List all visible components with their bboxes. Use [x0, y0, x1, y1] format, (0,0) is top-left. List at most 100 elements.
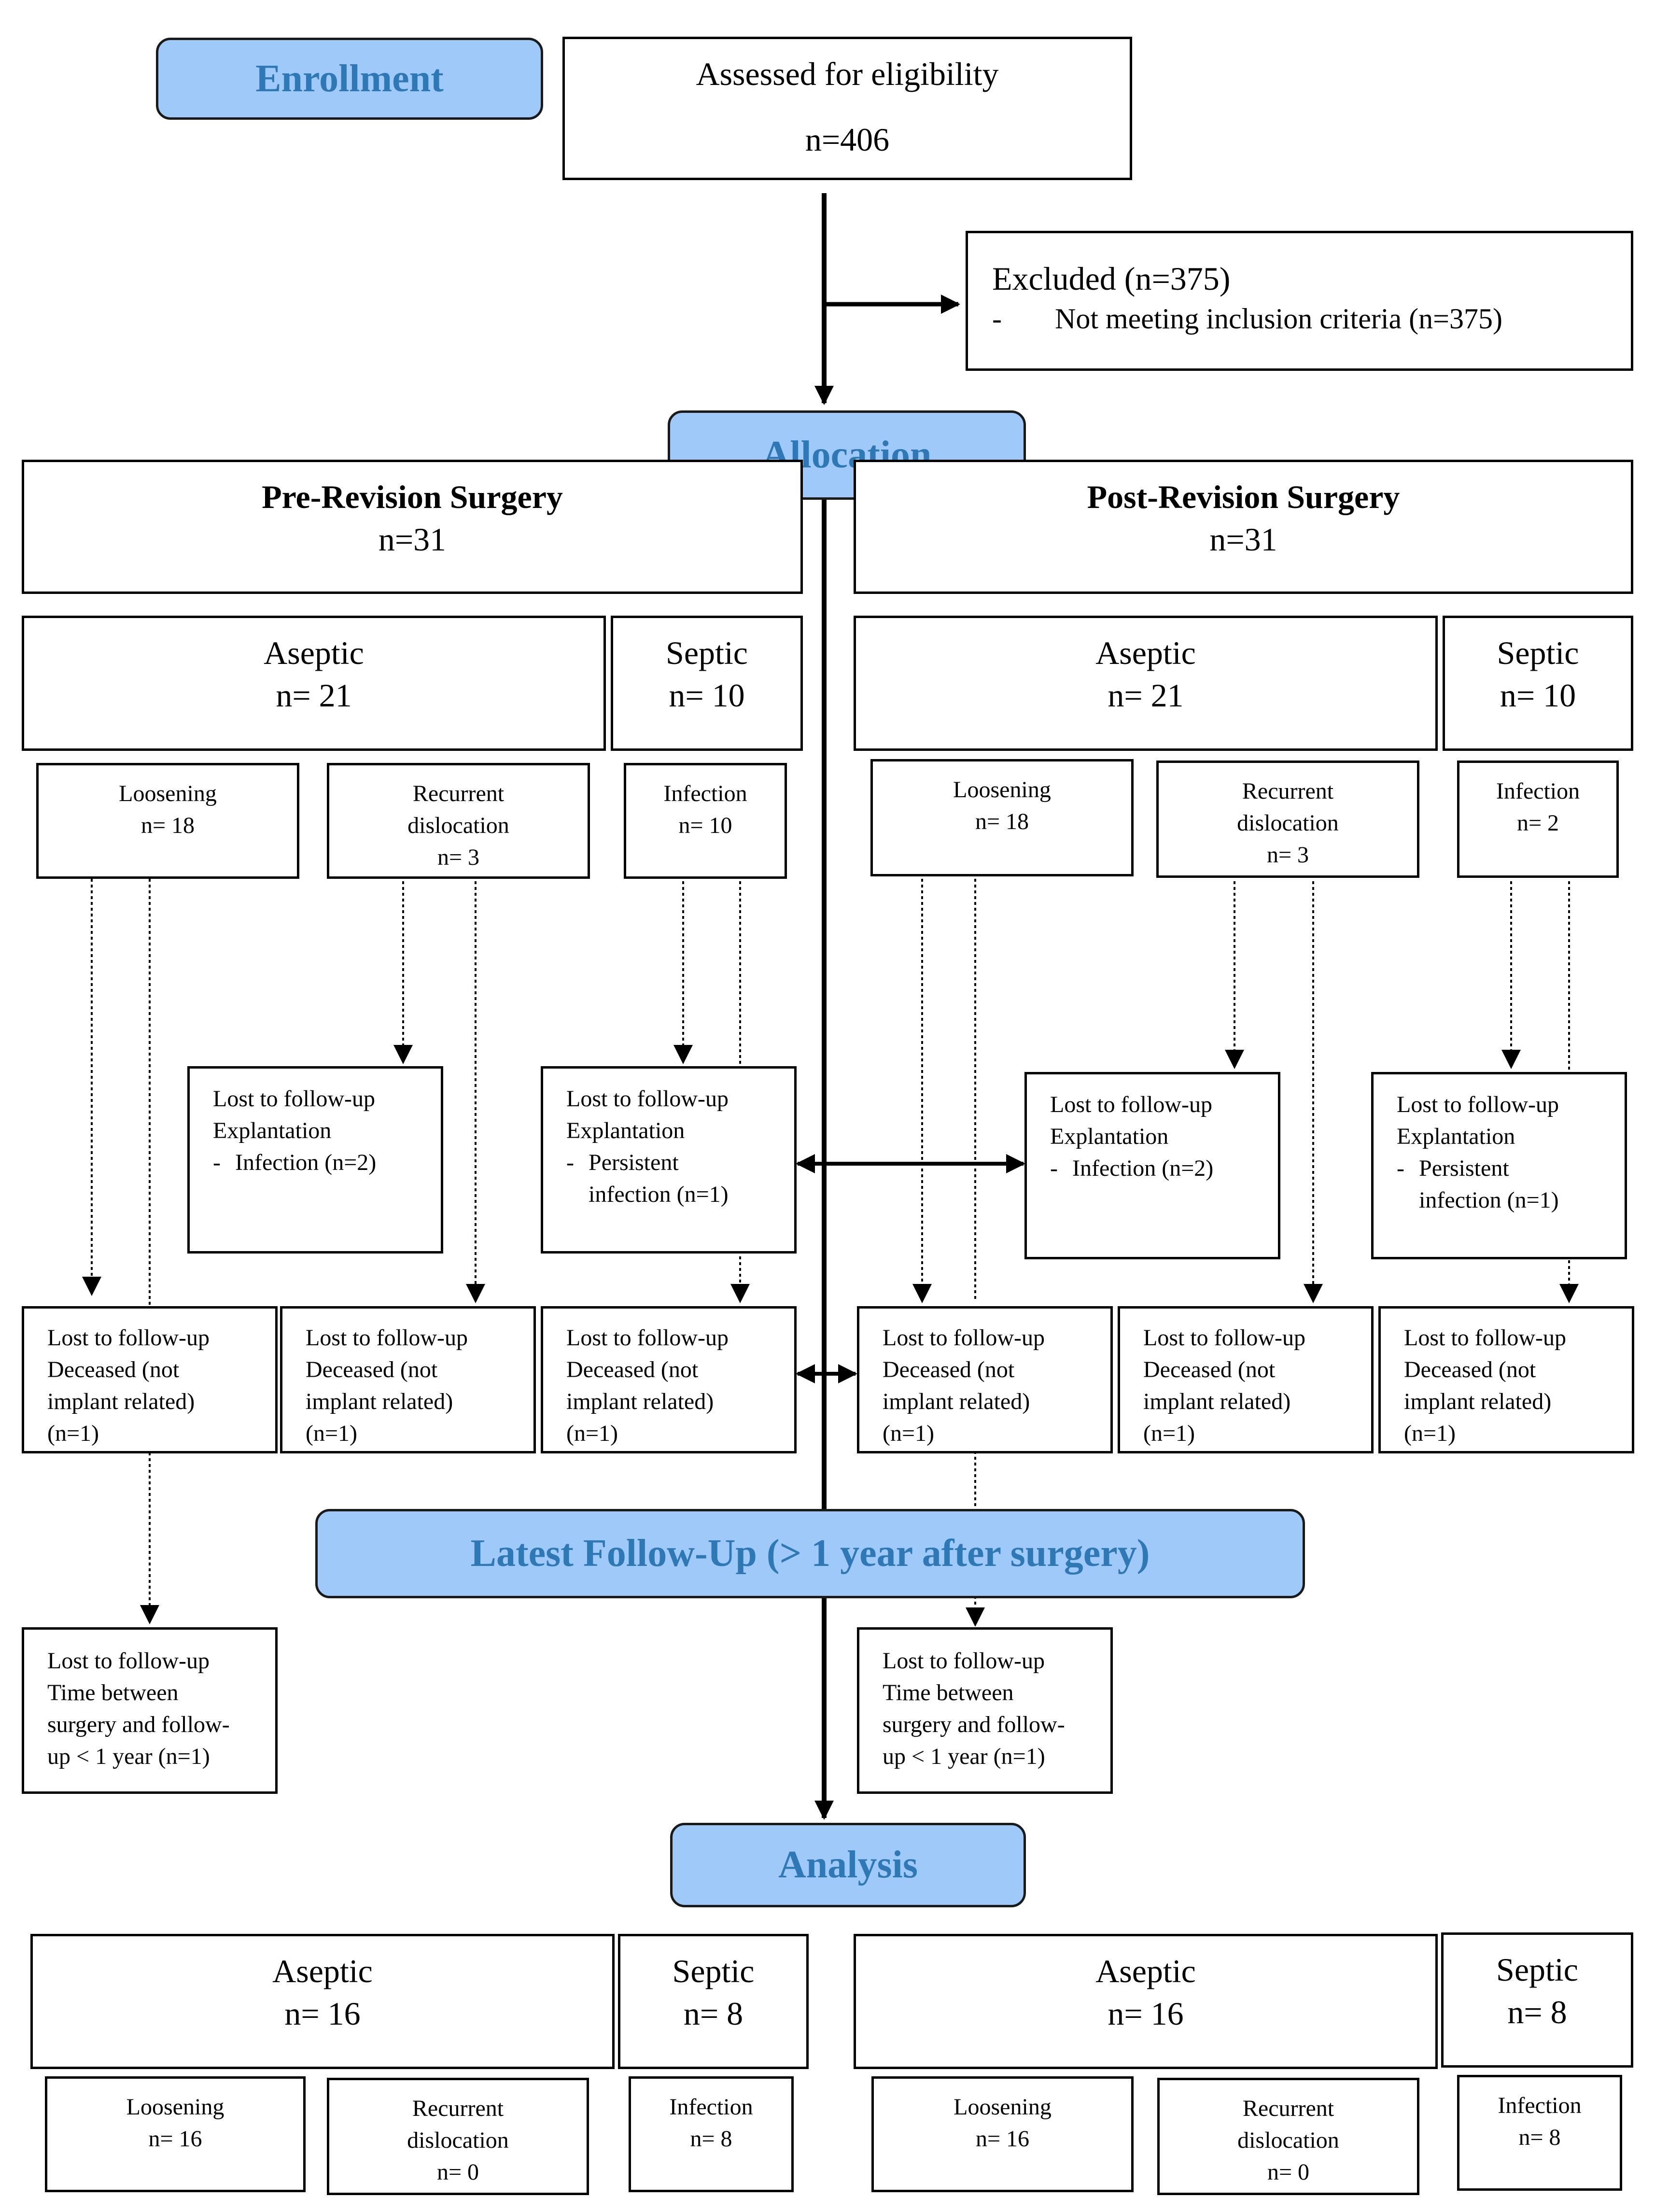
pre-explant-dislocation-l2: Explantation [213, 1118, 332, 1143]
pre-infection-n: n= 10 [678, 813, 732, 838]
pre-time-lost-l4: up < 1 year (n=1) [47, 1744, 210, 1769]
post-explant-infection-item-row: -Persistent [1397, 1153, 1625, 1184]
post-deceased-l1: Lost to follow-up [1404, 1325, 1566, 1351]
pre-analysis-aseptic-box: Aseptic n= 16 [30, 1934, 615, 2069]
pre-analysis-septic-n: n= 8 [683, 1995, 743, 2032]
pre-deceased-l4: (n=1) [306, 1421, 358, 1446]
pre-explant-infection-l2: Explantation [566, 1118, 685, 1143]
post-time-lost-l2: Time between [883, 1680, 1014, 1705]
pre-analysis-loosening-title: Loosening [126, 2094, 224, 2120]
pre-analysis-septic-title: Septic [672, 1953, 755, 1989]
pre-explant-dislocation-item: Infection (n=2) [235, 1150, 377, 1175]
stage-analysis: Analysis [670, 1823, 1026, 1907]
pre-infection-box: Infection n= 10 [624, 763, 787, 879]
post-septic-title: Septic [1497, 634, 1579, 671]
post-explant-dislocation-marker: - [1050, 1155, 1058, 1181]
post-deceased-l4: (n=1) [1143, 1421, 1195, 1446]
post-deceased-l1: Lost to follow-up [1143, 1325, 1305, 1351]
pre-time-lost-l3: surgery and follow- [47, 1712, 230, 1737]
stage-latest-follow-up-label: Latest Follow-Up (> 1 year after surgery… [470, 1532, 1150, 1575]
post-analysis-septic-title: Septic [1496, 1951, 1578, 1988]
post-revision-box: Post-Revision Surgery n=31 [854, 460, 1633, 594]
pre-deceased-l4: (n=1) [47, 1421, 99, 1446]
post-explant-dislocation-l1: Lost to follow-up [1050, 1092, 1212, 1117]
pre-deceased-box-infection: Lost to follow-up Deceased (not implant … [541, 1306, 797, 1453]
post-deceased-l1: Lost to follow-up [883, 1325, 1045, 1351]
eligibility-n: n=406 [805, 121, 890, 158]
post-analysis-loosening-n: n= 16 [975, 2126, 1030, 2152]
pre-dislocation-box: Recurrent dislocation n= 3 [327, 763, 590, 879]
pre-revision-title: Pre-Revision Surgery [262, 479, 563, 515]
pre-analysis-loosening-box: Loosening n= 16 [45, 2076, 306, 2192]
pre-deceased-l1: Lost to follow-up [566, 1325, 729, 1351]
post-loosening-title: Loosening [953, 777, 1051, 803]
pre-deceased-l2: Deceased (not [306, 1357, 438, 1382]
post-analysis-dislocation-n: n= 0 [1267, 2159, 1310, 2185]
pre-analysis-aseptic-title: Aseptic [272, 1953, 373, 1989]
excluded-reason: Not meeting inclusion criteria (n=375) [1055, 303, 1502, 335]
post-analysis-loosening-box: Loosening n= 16 [871, 2076, 1134, 2192]
post-infection-box: Infection n= 2 [1457, 761, 1619, 878]
post-explant-infection-box: Lost to follow-up Explantation -Persiste… [1371, 1072, 1627, 1259]
pre-analysis-dislocation-title1: Recurrent [412, 2096, 504, 2121]
pre-deceased-l1: Lost to follow-up [47, 1325, 210, 1351]
pre-dislocation-title1: Recurrent [412, 781, 505, 806]
post-dislocation-box: Recurrent dislocation n= 3 [1156, 761, 1419, 878]
pre-time-lost-l2: Time between [47, 1680, 179, 1705]
pre-explant-infection-item-row: -Persistent [566, 1147, 794, 1179]
post-deceased-l3: implant related) [1143, 1389, 1291, 1414]
post-explant-infection-l2: Explantation [1397, 1124, 1515, 1149]
eligibility-box: Assessed for eligibility n=406 [562, 37, 1132, 180]
pre-explant-dislocation-marker: - [213, 1150, 221, 1175]
post-deceased-box-loosening: Lost to follow-up Deceased (not implant … [857, 1306, 1113, 1453]
post-analysis-aseptic-title: Aseptic [1095, 1953, 1196, 1989]
pre-revision-n: n=31 [378, 521, 447, 558]
post-deceased-l4: (n=1) [1404, 1421, 1456, 1446]
post-deceased-l3: implant related) [883, 1389, 1030, 1414]
post-aseptic-title: Aseptic [1095, 634, 1196, 671]
excluded-box: Excluded (n=375) -Not meeting inclusion … [966, 231, 1633, 371]
pre-loosening-box: Loosening n= 18 [36, 763, 299, 879]
pre-analysis-aseptic-n: n= 16 [284, 1995, 361, 2032]
post-aseptic-n: n= 21 [1108, 677, 1184, 714]
post-dislocation-title2: dislocation [1237, 810, 1339, 836]
stage-latest-follow-up: Latest Follow-Up (> 1 year after surgery… [315, 1509, 1305, 1598]
pre-septic-box: Septic n= 10 [611, 616, 803, 751]
pre-aseptic-box: Aseptic n= 21 [22, 616, 606, 751]
post-time-lost-box: Lost to follow-up Time between surgery a… [857, 1627, 1113, 1794]
pre-revision-box: Pre-Revision Surgery n=31 [22, 460, 803, 594]
post-analysis-infection-box: Infection n= 8 [1457, 2075, 1622, 2191]
pre-deceased-l1: Lost to follow-up [306, 1325, 468, 1351]
post-analysis-septic-box: Septic n= 8 [1441, 1932, 1633, 2068]
post-explant-infection-marker: - [1397, 1155, 1404, 1181]
post-loosening-n: n= 18 [975, 809, 1029, 834]
pre-explant-dislocation-l1: Lost to follow-up [213, 1086, 375, 1112]
post-deceased-l4: (n=1) [883, 1421, 935, 1446]
pre-deceased-l3: implant related) [47, 1389, 195, 1414]
post-deceased-l2: Deceased (not [1143, 1357, 1276, 1382]
pre-aseptic-n: n= 21 [276, 677, 352, 714]
post-analysis-dislocation-box: Recurrent dislocation n= 0 [1157, 2078, 1419, 2195]
post-analysis-septic-n: n= 8 [1507, 1994, 1567, 2030]
pre-time-lost-box: Lost to follow-up Time between surgery a… [22, 1627, 278, 1794]
pre-analysis-septic-box: Septic n= 8 [618, 1934, 809, 2069]
post-deceased-l2: Deceased (not [883, 1357, 1015, 1382]
eligibility-title: Assessed for eligibility [696, 56, 999, 92]
post-time-lost-l1: Lost to follow-up [883, 1648, 1045, 1674]
pre-analysis-infection-n: n= 8 [690, 2126, 732, 2152]
pre-deceased-box-loosening: Lost to follow-up Deceased (not implant … [22, 1306, 278, 1453]
pre-septic-title: Septic [666, 634, 748, 671]
stage-analysis-label: Analysis [778, 1844, 918, 1886]
post-revision-n: n=31 [1209, 521, 1277, 558]
pre-dislocation-n: n= 3 [437, 845, 480, 870]
pre-explant-dislocation-box: Lost to follow-up Explantation -Infectio… [187, 1066, 443, 1254]
post-analysis-infection-title: Infection [1498, 2093, 1582, 2118]
excluded-reason-row: -Not meeting inclusion criteria (n=375) [992, 300, 1631, 338]
post-explant-dislocation-box: Lost to follow-up Explantation -Infectio… [1024, 1072, 1280, 1259]
post-deceased-l3: implant related) [1404, 1389, 1552, 1414]
post-analysis-aseptic-box: Aseptic n= 16 [854, 1934, 1438, 2069]
post-revision-title: Post-Revision Surgery [1087, 479, 1400, 515]
pre-loosening-n: n= 18 [140, 813, 195, 838]
pre-explant-infection-box: Lost to follow-up Explantation -Persiste… [541, 1066, 797, 1254]
post-time-lost-l4: up < 1 year (n=1) [883, 1744, 1045, 1769]
